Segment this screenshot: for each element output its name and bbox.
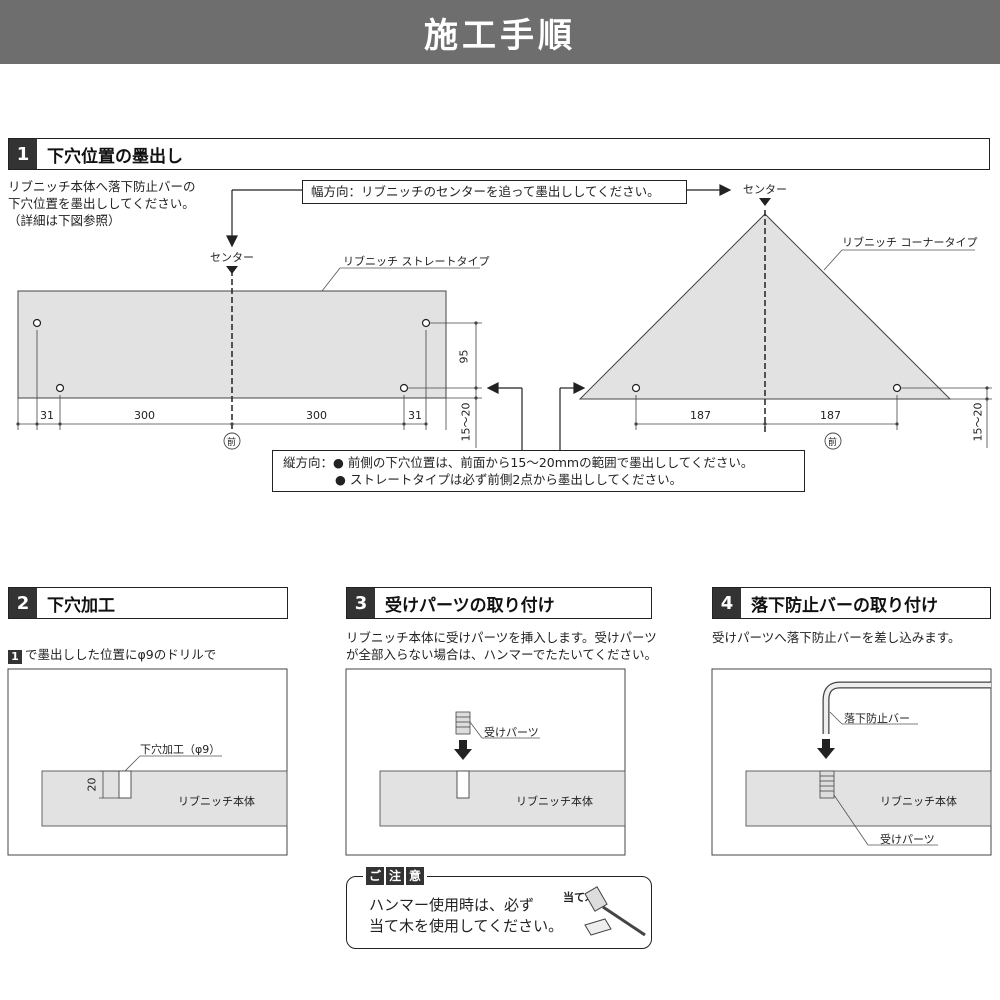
step1-heading: 1 下穴位置の墨出し [8, 138, 990, 170]
width-note: 幅方向：リブニッチのセンターを追って墨出ししてください。 [302, 180, 687, 204]
dim-corner-right: 187 [820, 409, 841, 422]
vertical-note-2: ストレートタイプは必ず前側2点から墨出ししてください。 [349, 472, 683, 487]
step3-part-label: 受けパーツ [484, 726, 539, 739]
dim-corner-left: 187 [690, 409, 711, 422]
step2-title: 下穴加工 [47, 595, 115, 616]
step4-body-label: リブニッチ本体 [880, 795, 957, 808]
step4-title: 落下防止バーの取り付け [751, 595, 938, 616]
step3-number: 3 [347, 588, 375, 618]
step4-part-label: 受けパーツ [880, 833, 935, 846]
dim-right-edge: 31 [408, 409, 422, 422]
step2-body-label: リブニッチ本体 [178, 795, 255, 808]
step2-number: 2 [9, 588, 37, 618]
straight-type-label: リブニッチ ストレートタイプ [343, 255, 490, 268]
step3-body-label: リブニッチ本体 [516, 795, 593, 808]
step2-desc-line2: リブニッチ本体に下穴を開けてください。 [8, 682, 246, 697]
step3-title: 受けパーツの取り付け [385, 595, 555, 616]
vertical-note-1: 前側の下穴位置は、前面から15〜20mmの範囲で墨出ししてください。 [347, 455, 754, 470]
dim-right-half: 300 [306, 409, 327, 422]
caution-tag-char: 意 [406, 867, 424, 885]
hammer-icon [584, 886, 646, 937]
bullet-icon: ● [333, 455, 348, 470]
hole-label: 下穴加工（φ9） [140, 743, 221, 756]
front-mark-straight: 前 [227, 438, 237, 448]
step-ref-badge: 1 [8, 650, 22, 664]
vertical-note: 縦方向：● 前側の下穴位置は、前面から15〜20mmの範囲で墨出ししてください。… [272, 450, 805, 492]
center-label-straight: センター [210, 251, 254, 264]
caution-box: ご 注 意 ハンマー使用時は、必ず 当て木を使用してください。 当て木 [346, 867, 652, 949]
step1-title: 下穴位置の墨出し [47, 146, 183, 167]
caution-text: ハンマー使用時は、必ず 当て木を使用してください。 [369, 896, 564, 935]
hole-depth-dim: 20 [85, 777, 99, 792]
step4-heading: 4 落下防止バーの取り付け [712, 587, 991, 619]
caution-tag-char: ご [366, 867, 384, 885]
vertical-note-prefix: 縦方向： [283, 455, 334, 470]
bullet-icon: ● [335, 472, 350, 487]
step1-number: 1 [9, 139, 37, 169]
width-note-text: 幅方向：リブニッチのセンターを追って墨出ししてください。 [311, 184, 660, 199]
step4-bar-label: 落下防止バー [844, 712, 910, 725]
caution-tag-char: 注 [386, 867, 404, 885]
corner-type-label: リブニッチ コーナータイプ [842, 236, 978, 249]
step2-heading: 2 下穴加工 [8, 587, 288, 619]
step1-intro: リブニッチ本体へ落下防止バーの 下穴位置を墨出ししてください。 （詳細は下図参照… [8, 179, 196, 228]
step2-desc-line1: で墨出しした位置にφ9のドリルで [25, 647, 217, 662]
step3-desc: リブニッチ本体に受けパーツを挿入します。受けパーツ が全部入らない場合は、ハンマ… [346, 630, 658, 662]
dim-left-edge: 31 [40, 409, 54, 422]
dim-left-half: 300 [134, 409, 155, 422]
header-bar: 施工手順 [0, 0, 1000, 64]
front-mark-corner: 前 [828, 438, 838, 448]
step4-number: 4 [713, 588, 741, 618]
step4-desc: 受けパーツへ落下防止バーを差し込みます。 [712, 630, 961, 645]
center-label-corner: センター [743, 183, 787, 196]
dim-depth-corner: 15〜20 [971, 402, 985, 442]
dim-depth-straight: 15〜20 [459, 402, 473, 442]
step3-heading: 3 受けパーツの取り付け [346, 587, 652, 619]
caution-tag: ご 注 意 [363, 867, 427, 885]
page-title: 施工手順 [424, 15, 576, 56]
dim-height: 95 [457, 349, 471, 364]
